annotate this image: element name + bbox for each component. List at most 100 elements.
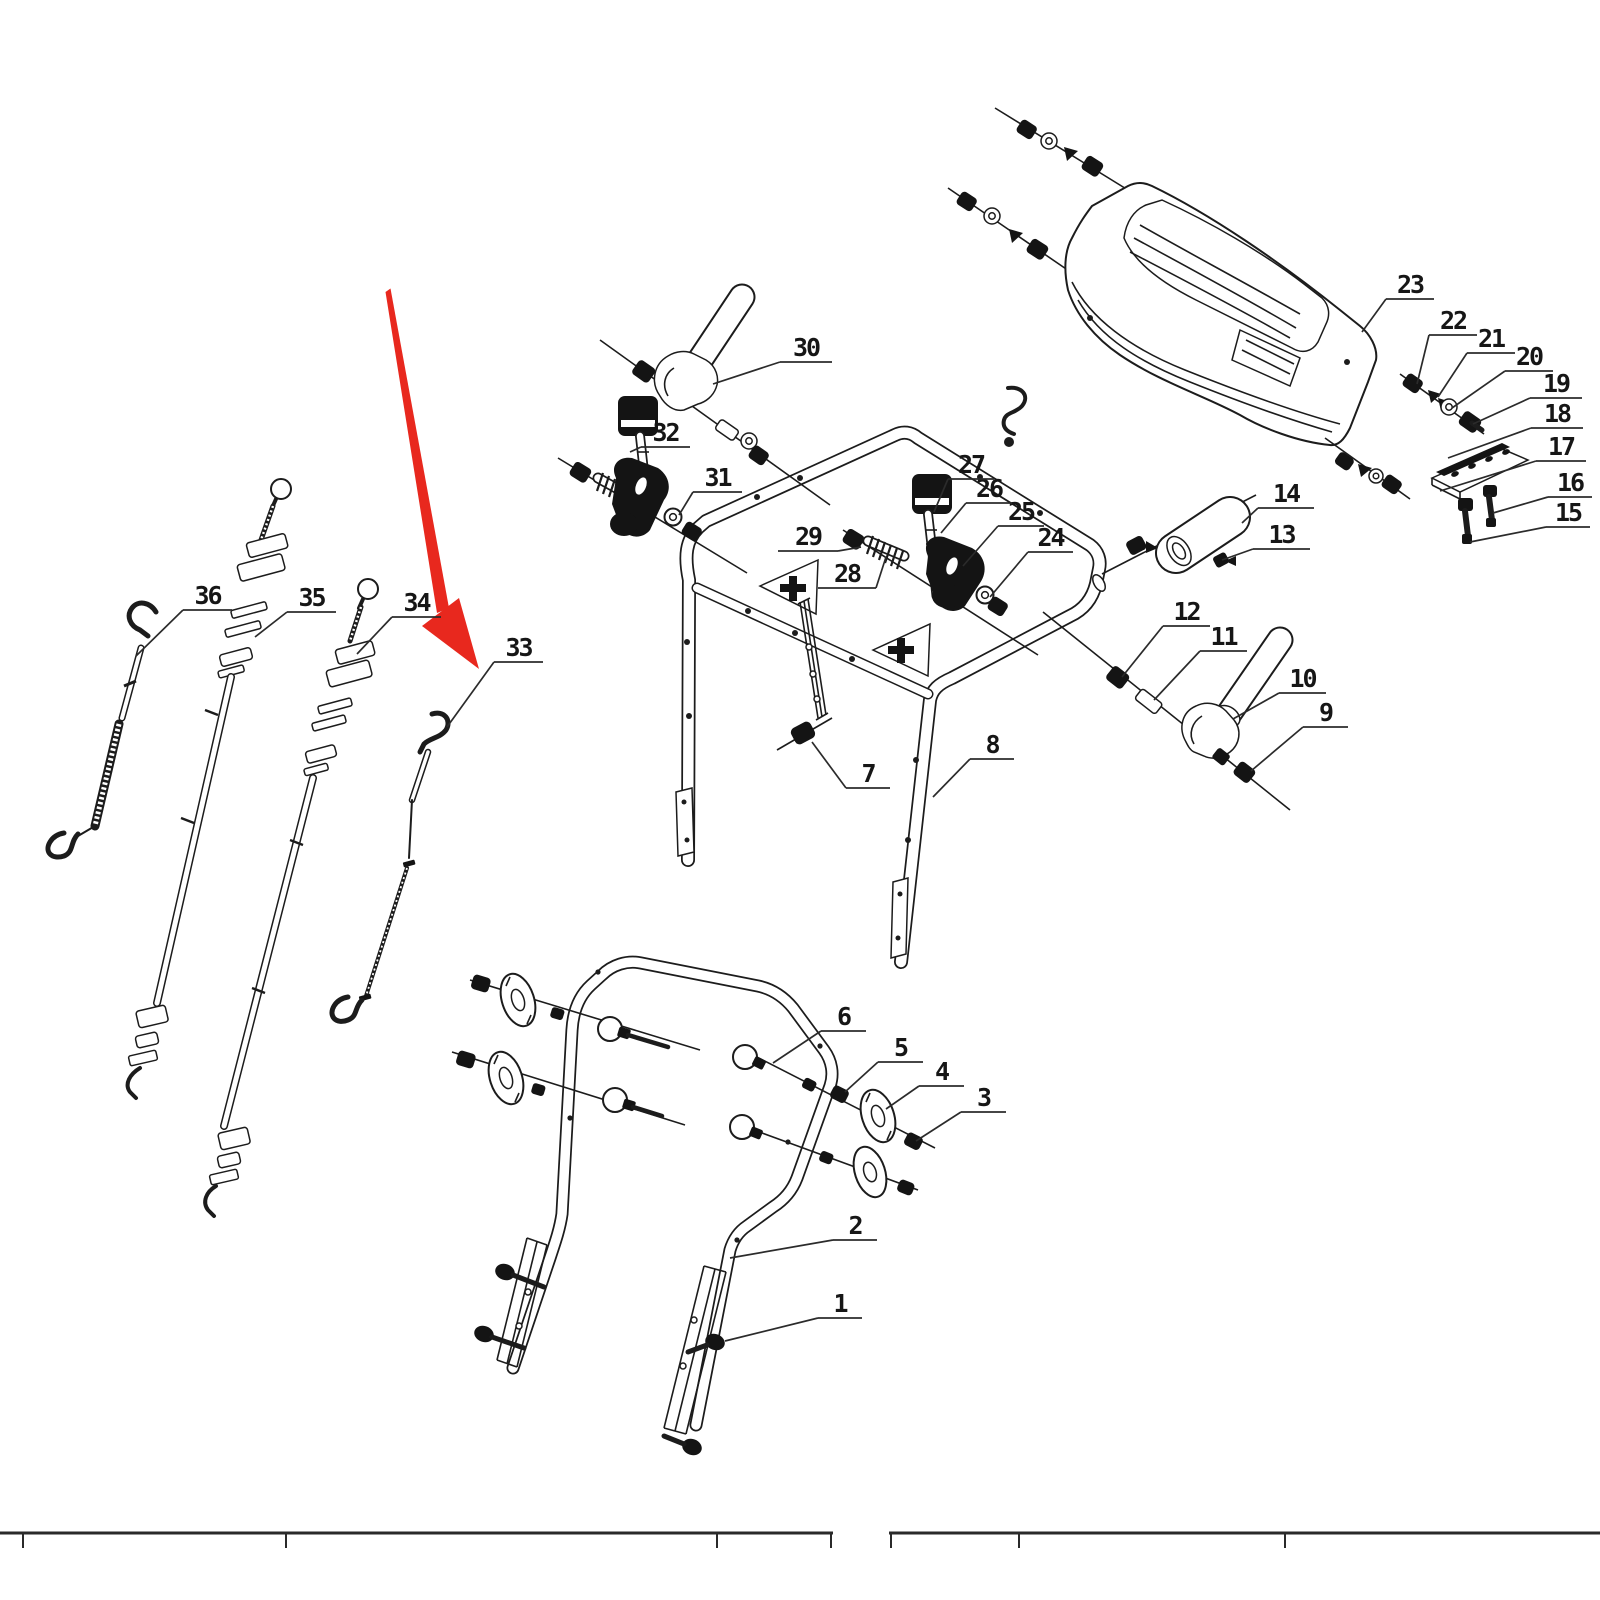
callout-number-17: 17 <box>1548 432 1575 461</box>
callout-leader-19 <box>1472 397 1531 425</box>
callout-number-13: 13 <box>1268 520 1295 549</box>
right-grip-assembly <box>1042 611 1294 811</box>
callout-11: 11 <box>1153 622 1247 701</box>
callout-28: 28 <box>818 556 887 589</box>
callout-number-22: 22 <box>1440 306 1466 335</box>
callout-36: 36 <box>135 581 232 657</box>
callout-number-12: 12 <box>1173 597 1199 626</box>
callout-leader-30 <box>712 361 781 385</box>
callout-number-32: 32 <box>652 418 678 447</box>
callout-number-10: 10 <box>1289 664 1316 693</box>
callout-16: 16 <box>1492 468 1592 514</box>
callout-leader-24 <box>989 551 1029 598</box>
callout-leader-22 <box>1416 334 1430 385</box>
callout-30: 30 <box>712 333 832 385</box>
callout-leader-11 <box>1153 650 1201 701</box>
highlight-arrow <box>385 288 479 669</box>
right-strap <box>663 1265 727 1435</box>
callout-number-33: 33 <box>505 633 532 662</box>
callout-leader-13 <box>1221 548 1254 561</box>
callout-9: 9 <box>1250 698 1348 772</box>
callout-33: 33 <box>446 633 543 728</box>
callout-number-9: 9 <box>1319 698 1333 727</box>
callout-leader-34 <box>356 616 393 655</box>
callout-20: 20 <box>1451 342 1553 409</box>
callout-23: 23 <box>1361 270 1434 333</box>
callout-13: 13 <box>1221 520 1310 561</box>
cable-36 <box>45 600 159 860</box>
callout-number-36: 36 <box>194 581 221 610</box>
callout-leader-16 <box>1492 496 1549 514</box>
callout-3: 3 <box>915 1083 1006 1142</box>
cable-34 <box>203 578 379 1218</box>
callout-leader-29 <box>837 546 862 552</box>
callout-number-8: 8 <box>985 730 999 759</box>
callout-number-29: 29 <box>795 522 822 551</box>
callout-number-7: 7 <box>861 759 875 788</box>
callout-number-27: 27 <box>958 450 985 479</box>
spring-hook <box>1001 385 1028 447</box>
callout-8: 8 <box>932 730 1014 798</box>
cylinder-assembly <box>1101 494 1257 575</box>
callout-leader-36 <box>135 609 184 657</box>
callout-leader-21 <box>1437 352 1468 398</box>
footer-table-frame <box>0 1531 1600 1548</box>
callout-number-35: 35 <box>298 583 325 612</box>
callout-leader-3 <box>915 1111 962 1142</box>
callout-leader-15 <box>1469 526 1547 543</box>
callout-leader-2 <box>729 1239 834 1259</box>
left-control-lever <box>557 396 748 574</box>
cable-33 <box>329 710 451 1024</box>
callout-21: 21 <box>1437 324 1515 398</box>
callout-number-24: 24 <box>1037 523 1064 552</box>
callout-number-34: 34 <box>403 588 430 617</box>
callout-leader-8 <box>932 758 971 798</box>
callout-6: 6 <box>772 1002 866 1064</box>
callout-leader-12 <box>1121 625 1164 678</box>
callout-leader-18 <box>1447 427 1532 459</box>
callout-34: 34 <box>356 588 441 655</box>
callout-leader-35 <box>254 611 288 638</box>
callout-number-14: 14 <box>1273 479 1300 508</box>
callout-leader-14 <box>1241 507 1259 524</box>
callout-number-16: 16 <box>1557 468 1584 497</box>
callout-number-3: 3 <box>977 1083 991 1112</box>
callout-number-25: 25 <box>1008 497 1035 526</box>
callout-24: 24 <box>989 523 1073 598</box>
callout-leader-28 <box>875 556 887 589</box>
callout-leader-9 <box>1250 726 1304 772</box>
callout-number-31: 31 <box>704 463 731 492</box>
callout-31: 31 <box>678 463 742 516</box>
callout-number-21: 21 <box>1478 324 1505 353</box>
callout-29: 29 <box>778 522 862 552</box>
callout-leader-27 <box>933 478 949 513</box>
left-grip-assembly <box>599 283 831 506</box>
callout-19: 19 <box>1472 369 1582 425</box>
callout-1: 1 <box>724 1289 862 1342</box>
right-control-lever <box>842 474 1039 656</box>
callout-number-30: 30 <box>793 333 820 362</box>
cable-35 <box>125 478 292 1100</box>
callout-27: 27 <box>933 450 994 513</box>
callout-number-19: 19 <box>1543 369 1570 398</box>
callout-14: 14 <box>1241 479 1314 524</box>
callout-number-15: 15 <box>1555 498 1582 527</box>
callout-leader-20 <box>1451 370 1506 409</box>
callout-number-20: 20 <box>1516 342 1543 371</box>
callout-32: 32 <box>629 418 690 453</box>
callout-number-18: 18 <box>1544 399 1571 428</box>
upper-handle-frame <box>675 425 1107 969</box>
callout-leader-26 <box>940 502 967 534</box>
callout-leader-17 <box>1439 460 1537 492</box>
callout-leader-33 <box>446 661 495 728</box>
callout-leader-4 <box>885 1085 920 1110</box>
callout-leader-7 <box>811 741 847 789</box>
callout-12: 12 <box>1121 597 1210 678</box>
callout-15: 15 <box>1469 498 1590 543</box>
callout-25: 25 <box>962 497 1044 567</box>
callout-leader-10 <box>1232 692 1280 720</box>
callout-leader-23 <box>1361 298 1387 333</box>
lower-handle-assembly <box>451 955 936 1456</box>
